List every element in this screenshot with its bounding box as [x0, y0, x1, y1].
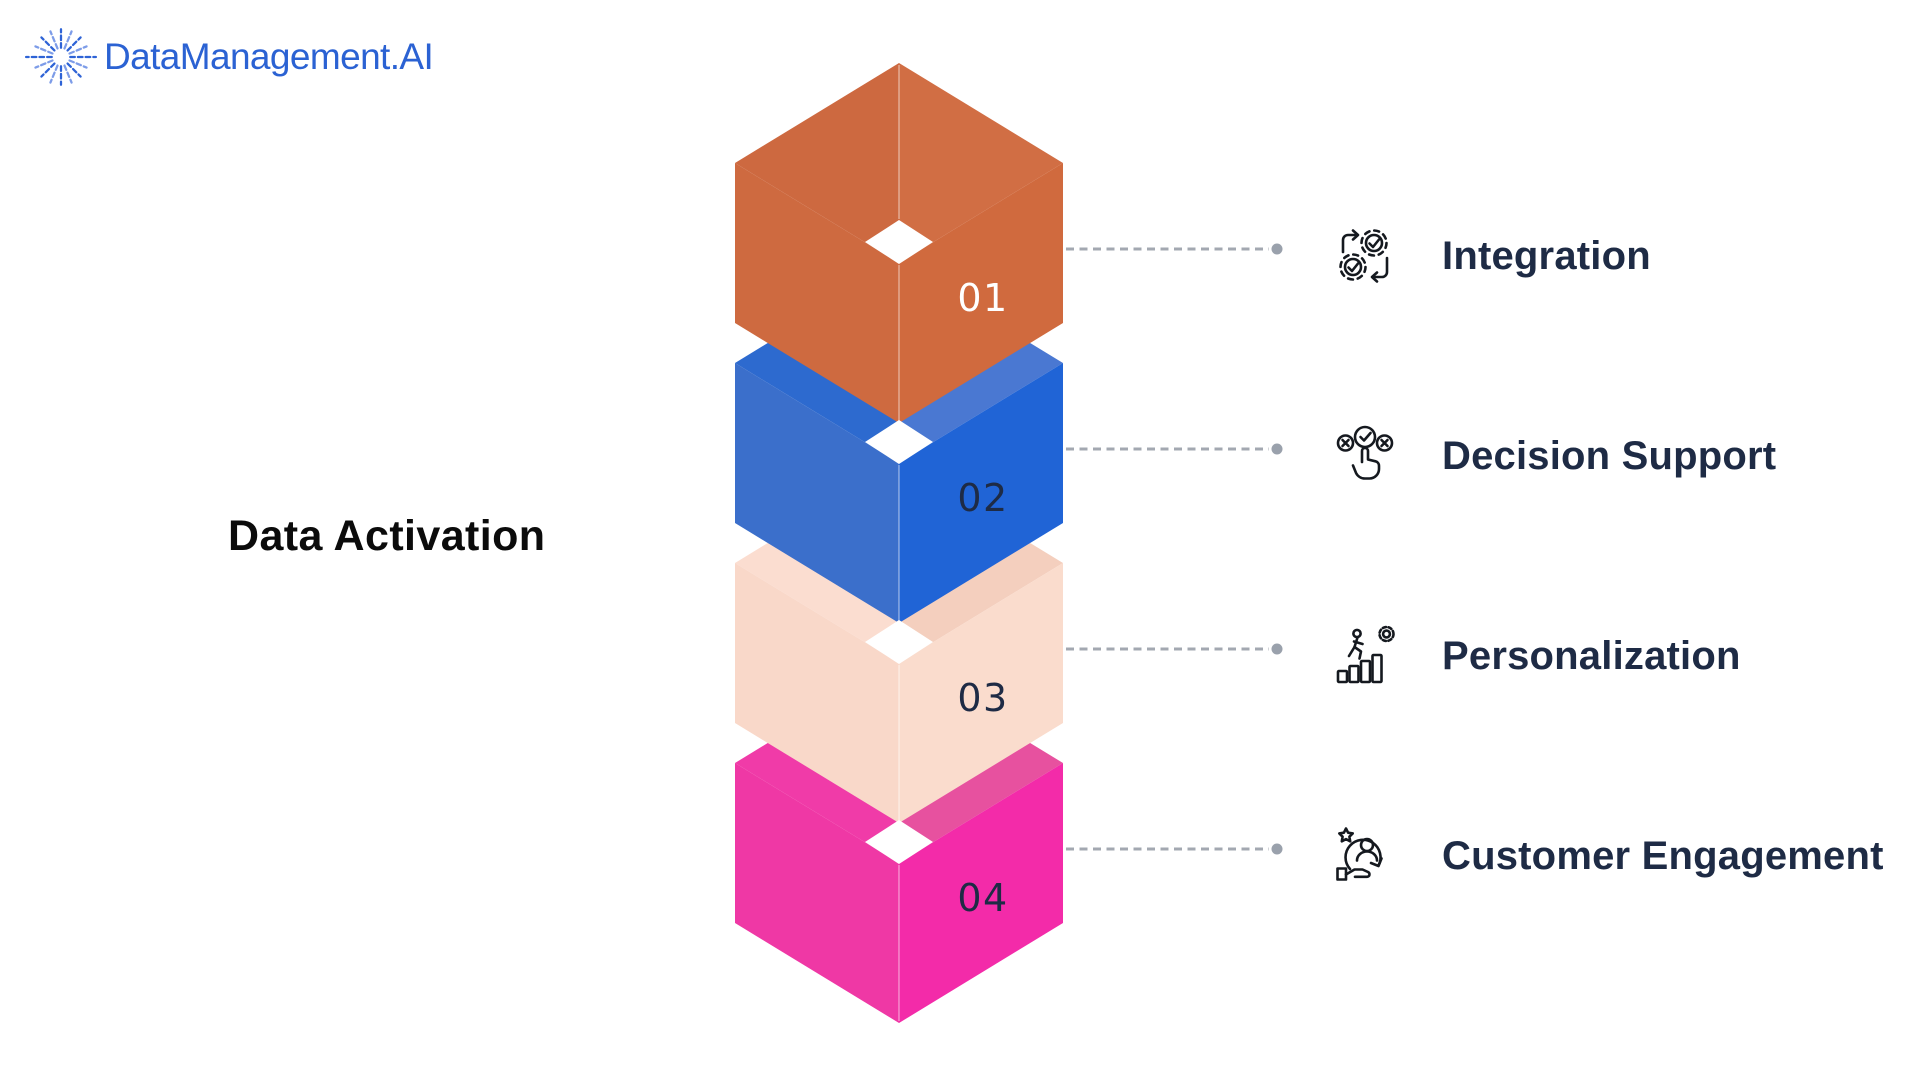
box-03-face-front-right: [899, 563, 1063, 823]
step-row-customer-engagement: Customer Engagement: [1333, 824, 1884, 888]
brand-logo: DataManagement.AI: [22, 18, 434, 96]
diagram-title: Data Activation: [228, 512, 546, 560]
personal-growth-gear-icon: [1333, 624, 1397, 688]
step-label: Personalization: [1442, 633, 1741, 678]
step-row-integration: Integration: [1333, 224, 1651, 288]
box-number: 02: [957, 476, 1008, 520]
integration-sync-gears-icon: [1333, 224, 1397, 288]
connector-dot-02: [1271, 443, 1283, 455]
box-01-face-front-left: [735, 163, 899, 423]
box-number: 03: [957, 676, 1008, 720]
step-label: Decision Support: [1442, 433, 1777, 478]
brand-name: DataManagement.AI: [104, 36, 434, 77]
connector-dot-03: [1271, 643, 1283, 655]
customer-care-icon: [1333, 824, 1397, 888]
box-03-top-hole: [865, 620, 933, 664]
box-04-face-front-left: [735, 763, 899, 1023]
connector-dot-01: [1271, 243, 1283, 255]
box-02-top-hole: [865, 420, 933, 464]
starburst-icon: [24, 28, 98, 86]
connector-dot-04: [1271, 843, 1283, 855]
box-04-face-front-right: [899, 763, 1063, 1023]
box-02-face-front-right: [899, 363, 1063, 623]
decision-choice-hand-icon: [1333, 424, 1397, 488]
box-01-top-hole: [865, 220, 933, 264]
box-03-face-front-left: [735, 563, 899, 823]
box-number: 04: [957, 876, 1008, 920]
box-01: 01: [735, 63, 1063, 423]
box-04-top-hole: [865, 820, 933, 864]
step-row-decision-support: Decision Support: [1333, 424, 1776, 488]
step-label: Customer Engagement: [1442, 833, 1884, 878]
box-01-face-top-right: [899, 63, 1063, 263]
step-row-personalization: Personalization: [1333, 624, 1741, 688]
box-number: 01: [957, 276, 1008, 320]
box-01-face-front-right: [899, 163, 1063, 423]
box-02-face-front-left: [735, 363, 899, 623]
box-01-face-top-left: [735, 63, 899, 263]
step-label: Integration: [1442, 233, 1651, 278]
